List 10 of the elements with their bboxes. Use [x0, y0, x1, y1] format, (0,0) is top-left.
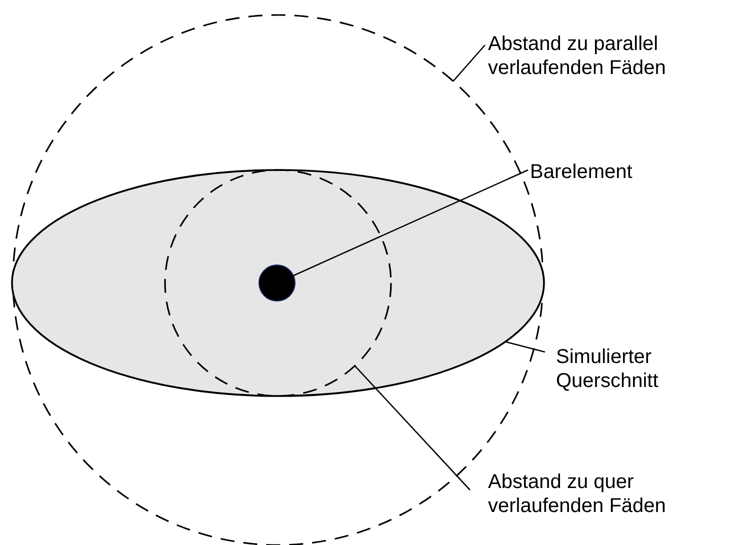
leader-line: [505, 341, 546, 353]
dashed-circle: [164, 169, 392, 397]
leader-line: [354, 365, 470, 490]
callout-label: Barelement: [530, 160, 730, 184]
element-dot: [258, 264, 296, 302]
leader-line: [293, 169, 528, 276]
callout-label: Abstand zu quer verlaufenden Fäden: [488, 470, 753, 518]
callout-label: Abstand zu parallel verlaufenden Fäden: [488, 32, 753, 80]
leader-line: [452, 44, 486, 82]
callout-label: Simulierter Querschnitt: [556, 345, 746, 393]
